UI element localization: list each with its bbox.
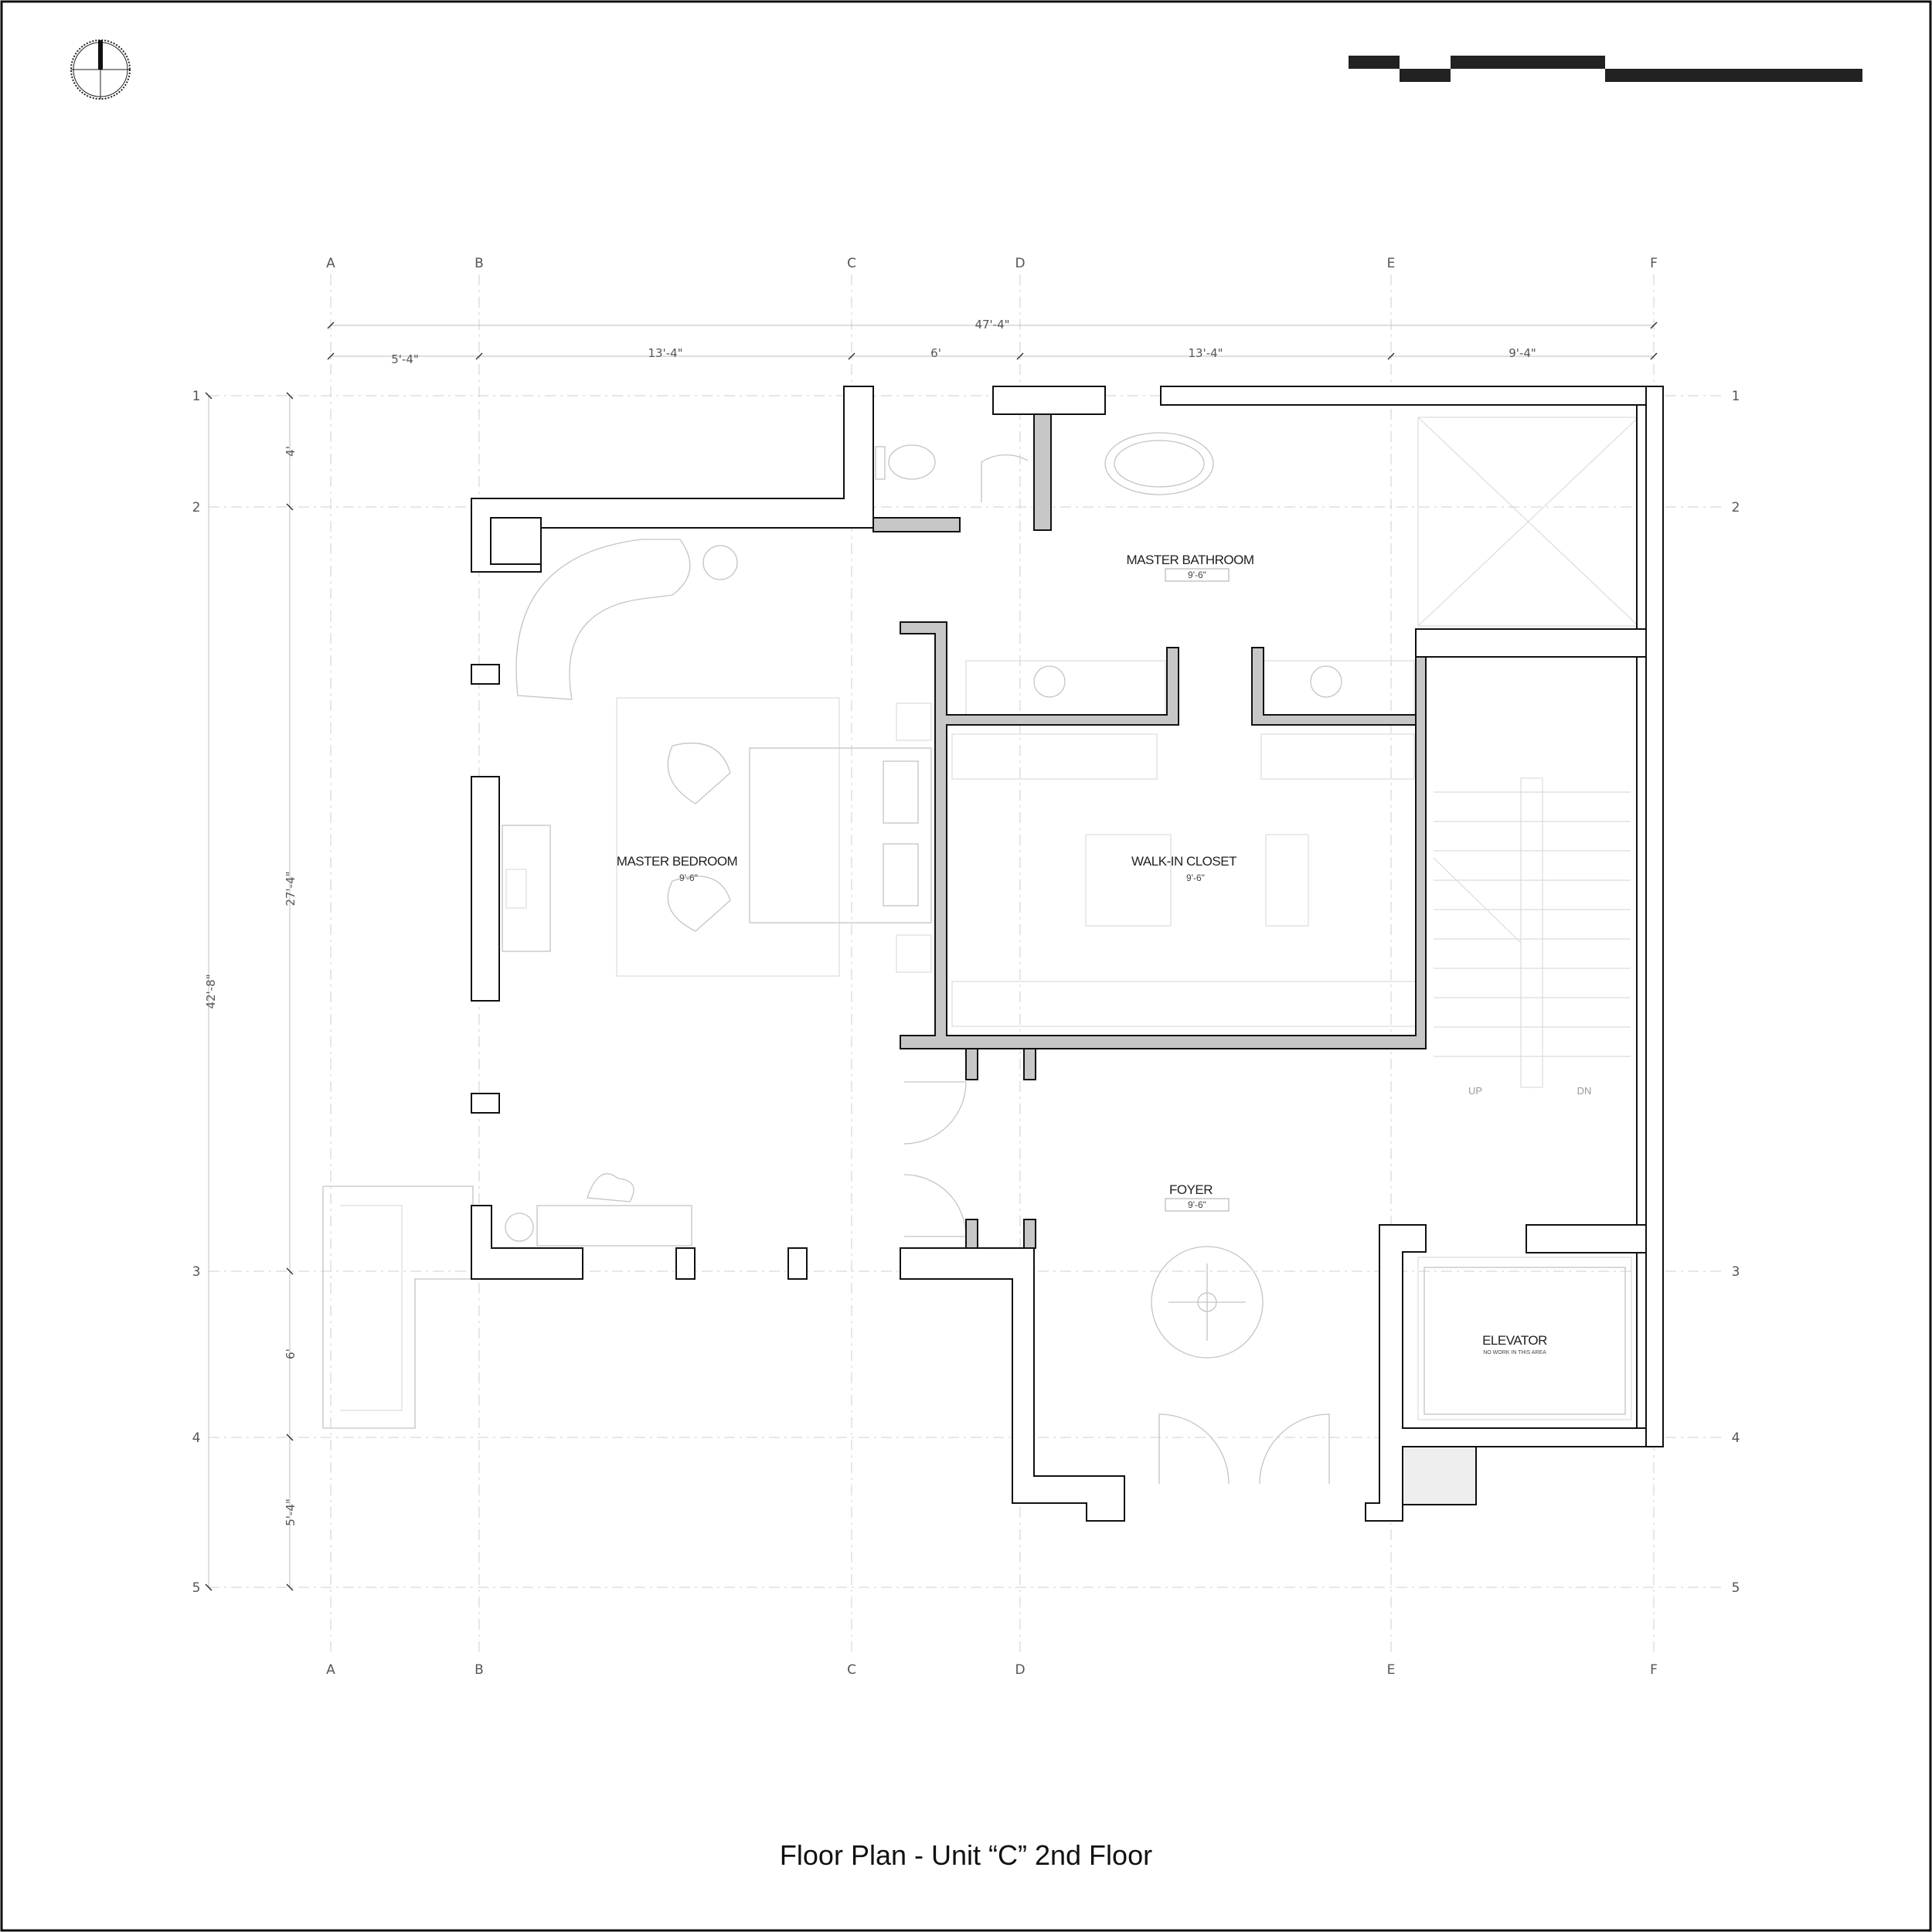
grid-row-3-left: 3 — [192, 1264, 201, 1280]
room-name-elevator: ELEVATOR — [1482, 1333, 1547, 1348]
dim-left-3: 6' — [284, 1349, 298, 1359]
room-name-walk-in-closet: WALK-IN CLOSET — [1131, 854, 1236, 869]
stair-down-label: DN — [1577, 1085, 1592, 1097]
dim-top-5: 9'-4" — [1509, 346, 1536, 360]
grid-col-b-top: B — [474, 256, 484, 271]
room-name-master-bedroom: MASTER BEDROOM — [617, 854, 737, 869]
grid-col-a-top: A — [326, 256, 335, 271]
room-dim-master-bedroom: 9'-6" — [679, 872, 698, 883]
stair-up-label: UP — [1468, 1085, 1482, 1097]
dim-top-1: 5'-4" — [391, 352, 419, 366]
dim-left-overall: 42'-8" — [204, 974, 218, 1009]
grid-row-2-left: 2 — [192, 500, 201, 515]
dim-top-4: 13'-4" — [1188, 346, 1223, 360]
dim-top-overall: 47'-4" — [975, 318, 1009, 332]
grid-col-f-bottom: F — [1650, 1662, 1658, 1678]
grid-col-b-bottom: B — [474, 1662, 484, 1678]
grid-labels: A B C D E F A B C D E F 1 2 3 4 5 1 2 3 … — [192, 256, 1740, 1678]
grid-row-1-left: 1 — [192, 389, 201, 404]
interior-walls — [872, 413, 1427, 1249]
room-dim-walk-in-closet: 9'-6" — [1186, 872, 1205, 883]
room-labels: MASTER BATHROOM 9'-6" MASTER BEDROOM 9'-… — [617, 553, 1592, 1355]
grid-col-c-top: C — [847, 256, 856, 271]
grid-row-4-left: 4 — [192, 1430, 201, 1446]
dim-top-3: 6' — [930, 346, 941, 360]
room-name-foyer: FOYER — [1169, 1182, 1213, 1197]
grid-row-3-right: 3 — [1732, 1264, 1740, 1280]
dim-left-4: 5'-4" — [284, 1498, 298, 1526]
grid-row-4-right: 4 — [1732, 1430, 1740, 1446]
room-dim-foyer: 9'-6" — [1188, 1199, 1206, 1210]
north-arrow-icon — [70, 39, 131, 100]
grid-row-5-right: 5 — [1732, 1580, 1740, 1596]
room-dim-master-bathroom: 9'-6" — [1188, 570, 1206, 580]
drawing-title: Floor Plan - Unit “C” 2nd Floor — [780, 1839, 1152, 1871]
elevator-note: NO WORK IN THIS AREA — [1483, 1350, 1546, 1355]
exterior-walls — [471, 386, 1664, 1522]
dim-left-2: 27'-4" — [284, 871, 298, 906]
grid-col-c-bottom: C — [847, 1662, 856, 1678]
furniture-layer — [322, 417, 1639, 1485]
grid-col-d-top: D — [1015, 256, 1025, 271]
dim-left-1: 4' — [284, 446, 298, 457]
scale-bar — [1349, 56, 1862, 82]
grid-row-5-left: 5 — [192, 1580, 201, 1596]
grid-col-e-top: E — [1387, 256, 1396, 271]
dim-top-2: 13'-4" — [648, 346, 682, 360]
grid-row-2-right: 2 — [1732, 500, 1740, 515]
grid-col-d-bottom: D — [1015, 1662, 1025, 1678]
grid-row-1-right: 1 — [1732, 389, 1740, 404]
room-name-master-bathroom: MASTER BATHROOM — [1126, 553, 1253, 567]
dimension-strings: 47'-4" 5'-4" 13'-4" 6' 13'-4" 9'-4" 42'-… — [204, 318, 1658, 1591]
grid-col-a-bottom: A — [326, 1662, 335, 1678]
grid-col-f-top: F — [1650, 256, 1658, 271]
grid-col-e-bottom: E — [1387, 1662, 1396, 1678]
